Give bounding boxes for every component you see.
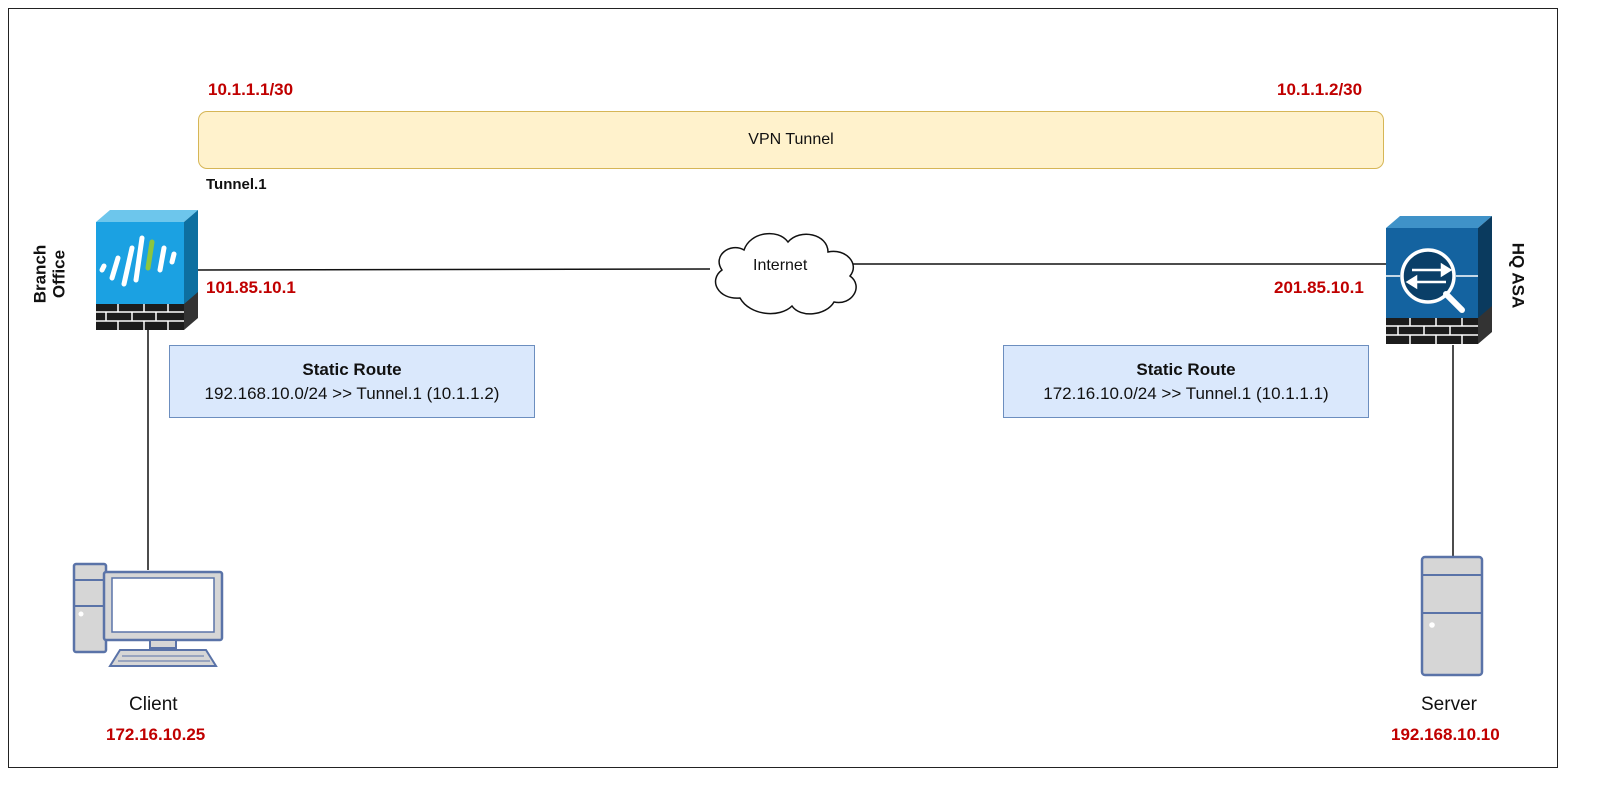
branch-office-label: Branch Office: [30, 245, 68, 304]
tunnel-right-ip: 10.1.1.2/30: [1277, 80, 1363, 99]
internet-cloud-icon[interactable]: [700, 220, 870, 320]
internet-label: Internet: [753, 257, 808, 274]
client-label: Client: [129, 694, 178, 715]
server-ip: 192.168.10.10: [1391, 725, 1500, 744]
tunnel-interface-label: Tunnel.1: [206, 176, 267, 193]
branch-label-line2: Office: [49, 249, 69, 299]
branch-route-text: 192.168.10.0/24 >> Tunnel.1 (10.1.1.2): [204, 383, 500, 403]
server-icon[interactable]: [1418, 553, 1488, 679]
hq-route-title: Static Route: [1136, 359, 1236, 379]
hq-asa-label: HQ ASA: [1508, 242, 1528, 309]
hq-static-route-box: Static Route 172.16.10.0/24 >> Tunnel.1 …: [1003, 345, 1369, 418]
vpn-tunnel[interactable]: VPN Tunnel: [198, 111, 1384, 169]
palo-alto-firewall-icon[interactable]: [92, 208, 204, 332]
branch-static-route-box: Static Route 192.168.10.0/24 >> Tunnel.1…: [169, 345, 535, 418]
branch-internet-link: [197, 268, 711, 271]
branch-wan-ip: 101.85.10.1: [206, 278, 296, 297]
client-ip: 172.16.10.25: [106, 725, 206, 744]
tunnel-left-ip: 10.1.1.1/30: [208, 80, 294, 99]
branch-route-title: Static Route: [302, 359, 402, 379]
vpn-tunnel-label: VPN Tunnel: [748, 131, 834, 148]
cisco-asa-icon[interactable]: [1382, 214, 1498, 346]
hq-wan-ip: 201.85.10.1: [1274, 278, 1364, 297]
branch-label-line1: Branch: [30, 244, 50, 304]
diagram-frame: [8, 8, 1558, 768]
hq-route-text: 172.16.10.0/24 >> Tunnel.1 (10.1.1.1): [1043, 383, 1329, 403]
server-label: Server: [1421, 694, 1477, 715]
client-computer-icon[interactable]: [70, 562, 226, 672]
